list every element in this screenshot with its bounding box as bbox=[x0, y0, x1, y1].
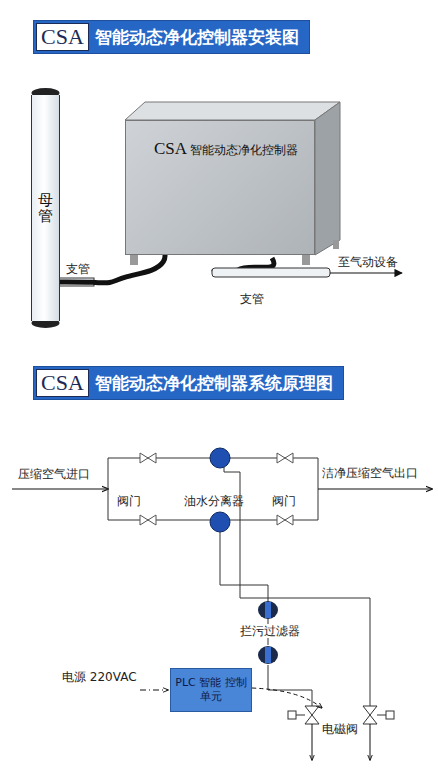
node-text: 母管 bbox=[38, 192, 53, 225]
part-label: 电磁阀 bbox=[322, 722, 358, 736]
strainer bbox=[258, 646, 278, 664]
discharge bbox=[370, 724, 371, 760]
drain-line bbox=[268, 665, 312, 706]
inlet-line bbox=[12, 488, 108, 489]
branch-pipe bbox=[212, 268, 330, 277]
control-signal bbox=[252, 688, 322, 708]
controller-cabinet: CSA智能动态净化控制器 bbox=[125, 120, 315, 255]
brand-mark: CSA bbox=[36, 23, 89, 51]
edge-label: 支管 bbox=[64, 262, 92, 276]
node-text: 智能动态净化控制器安装图 bbox=[95, 24, 299, 50]
part-label: 压缩空气进口 bbox=[18, 467, 90, 481]
part-label: 支管 bbox=[240, 292, 264, 306]
separator-top bbox=[210, 448, 230, 468]
outlet-line bbox=[318, 488, 432, 489]
part-label: 电源 220VAC bbox=[62, 670, 137, 684]
strainer bbox=[265, 602, 271, 618]
part-label: 洁净压缩空气出口 bbox=[322, 466, 418, 480]
discharge bbox=[312, 724, 313, 760]
strainer bbox=[258, 601, 278, 619]
node-text: 智能动态净化控制器 bbox=[190, 143, 298, 157]
cabinet-side bbox=[315, 102, 340, 255]
flow-arrow bbox=[330, 272, 402, 273]
solenoid-valve bbox=[288, 706, 394, 724]
brand-mark: CSA bbox=[154, 139, 187, 158]
part-label: 阀门 bbox=[272, 494, 296, 508]
pipe-loop bbox=[108, 458, 318, 520]
power-line bbox=[140, 690, 168, 691]
main-pipe: 母管 bbox=[31, 95, 60, 321]
node-text: PLC 智能 控制单元 bbox=[175, 676, 247, 705]
part-label: 阀门 bbox=[117, 494, 141, 508]
node-text: 智能动态净化控制器系统原理图 bbox=[95, 370, 333, 396]
drain-line bbox=[220, 532, 268, 585]
cabinet-leg bbox=[333, 240, 339, 249]
cabinet-top bbox=[125, 102, 340, 120]
separator-bottom bbox=[210, 512, 230, 532]
hose-connector bbox=[60, 255, 165, 283]
drain-line bbox=[224, 467, 268, 602]
part-label: 油水分离器 bbox=[184, 494, 244, 508]
part-label: 拦污过滤器 bbox=[238, 624, 302, 638]
cabinet-leg bbox=[130, 255, 138, 265]
plc-unit: PLC 智能 控制单元 bbox=[170, 668, 252, 712]
drain-line bbox=[268, 585, 370, 706]
part-label: 至气动设备 bbox=[338, 255, 398, 269]
brand-mark: CSA bbox=[36, 369, 89, 397]
strainer bbox=[265, 647, 271, 663]
title-banner: CSA智能动态净化控制器安装图 bbox=[33, 20, 310, 54]
cabinet-leg bbox=[302, 255, 310, 265]
title-banner: CSA智能动态净化控制器系统原理图 bbox=[33, 366, 344, 400]
